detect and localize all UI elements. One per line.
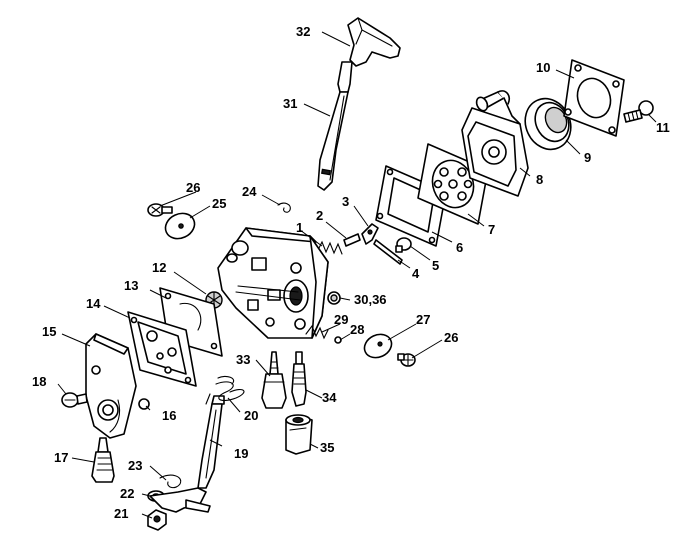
callout-1: 1 [296, 220, 303, 235]
callout-11: 11 [656, 120, 670, 135]
callout-2: 2 [316, 208, 323, 223]
callout-21: 21 [114, 506, 128, 521]
part-8-pump-cover [461, 90, 529, 197]
callout-34: 34 [322, 390, 337, 405]
callout-7: 7 [488, 222, 495, 237]
part-20-spring [205, 375, 245, 405]
part-33-adjusting-screw [261, 351, 287, 409]
carburetor-body [217, 227, 329, 339]
part-23-clip [159, 474, 182, 489]
part-19-choke-shaft [149, 395, 225, 513]
callout-32: 32 [296, 24, 310, 39]
callout-26-lower: 26 [444, 330, 458, 345]
callout-17: 17 [54, 450, 68, 465]
callout-23: 23 [128, 458, 142, 473]
callout-25: 25 [212, 196, 226, 211]
callout-labels: 32 31 26 25 24 1 2 3 4 5 6 7 8 9 10 11 1… [32, 24, 670, 521]
callout-28: 28 [350, 322, 364, 337]
part-1-spring [317, 240, 343, 255]
callout-5: 5 [432, 258, 439, 273]
callout-18: 18 [32, 374, 46, 389]
callout-4: 4 [412, 266, 420, 281]
part-24-clip [277, 202, 291, 213]
part-26-screw-upper [147, 203, 173, 217]
part-28-ball [334, 336, 342, 344]
part-3-lever [361, 223, 379, 245]
part-32-handle [347, 17, 401, 67]
part-21-nut [147, 509, 167, 531]
part-26-screw-lower [397, 353, 416, 367]
part-17-adjusting-screw [91, 437, 115, 483]
callout-3: 3 [342, 194, 349, 209]
callout-20: 20 [244, 408, 258, 423]
part-27-disc [363, 333, 393, 359]
callout-16: 16 [162, 408, 176, 423]
callout-9: 9 [584, 150, 591, 165]
part-29-spring [305, 324, 329, 340]
part-30-36-plug [327, 291, 341, 305]
callout-8: 8 [536, 172, 543, 187]
part-18-screw [61, 392, 88, 408]
callout-24: 24 [242, 184, 257, 199]
callout-30-36: 30,36 [354, 292, 387, 307]
part-4-pin [373, 239, 403, 265]
part-31-throttle-shaft [317, 61, 353, 191]
callout-14: 14 [86, 296, 101, 311]
part-9-ring [524, 97, 572, 151]
callout-6: 6 [456, 240, 463, 255]
callout-33: 33 [236, 352, 250, 367]
part-2-needle [343, 233, 361, 247]
part-34-adjusting-screw [291, 351, 307, 407]
part-14-diaphragm [127, 311, 197, 387]
part-11-screw [623, 100, 654, 123]
part-10-gasket-plate [563, 59, 625, 137]
callout-29: 29 [334, 312, 348, 327]
part-5-screw [395, 237, 412, 253]
callout-13: 13 [124, 278, 138, 293]
callout-12: 12 [152, 260, 166, 275]
callout-10: 10 [536, 60, 550, 75]
leader-lines [57, 31, 657, 519]
callout-22: 22 [120, 486, 134, 501]
callout-19: 19 [234, 446, 248, 461]
callout-15: 15 [42, 324, 56, 339]
part-15-cover [85, 333, 137, 439]
callout-31: 31 [283, 96, 297, 111]
part-25-disc [164, 212, 196, 240]
callout-26-upper: 26 [186, 180, 200, 195]
part-35-limiter-cap [285, 414, 313, 455]
callout-35: 35 [320, 440, 334, 455]
callout-27: 27 [416, 312, 430, 327]
